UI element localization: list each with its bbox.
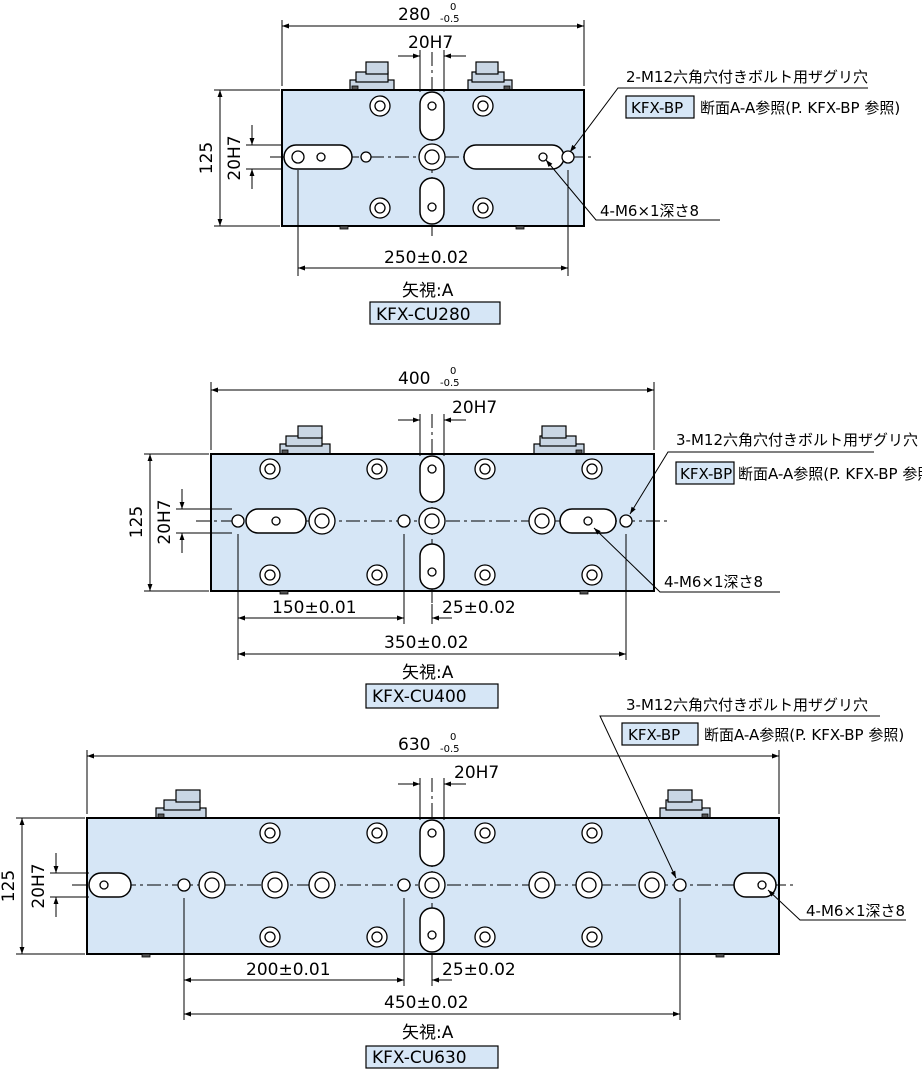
view-cu280: 280 0 -0.5 20H7 125 20H7 250±0.02 矢視:A K…: [197, 2, 900, 325]
ref-note: 断面A-A参照(P. KFX-BP 参照): [738, 465, 922, 483]
width-dimension: 630: [398, 735, 430, 755]
height-dimension: 125: [0, 870, 19, 902]
key-slot-bottom: [419, 543, 445, 590]
ref-note: 断面A-A参照(P. KFX-BP 参照): [704, 726, 904, 744]
pitch-dimension: 350±0.02: [384, 633, 469, 653]
pitch-center-dimension: 25±0.02: [442, 598, 516, 618]
clamp-nut-right: [533, 425, 585, 455]
tolerance-upper: 0: [450, 2, 456, 13]
key-height-dimension: 20H7: [225, 135, 245, 180]
slot-right: [733, 872, 777, 898]
key-width-dimension: 20H7: [408, 33, 453, 53]
view-label: 矢視:A: [402, 281, 454, 301]
pitch-dimension: 250±0.02: [384, 248, 469, 268]
clamp-nut-right: [659, 789, 711, 819]
clamp-nut-left: [349, 61, 395, 91]
bolt-note: 2-M12六角穴付きボルト用ザグリ穴: [626, 68, 868, 86]
tap-holes: [291, 101, 575, 212]
ref-tag: KFX-BP: [628, 726, 680, 744]
counterbore-holes: [369, 95, 494, 219]
pitch-left-dimension: 150±0.01: [272, 598, 357, 618]
key-width-dimension: 20H7: [454, 763, 499, 783]
key-slot-top: [419, 819, 445, 867]
key-height-dimension: 20H7: [29, 863, 49, 908]
clamp-nut-right: [467, 61, 513, 91]
bolt-note: 3-M12六角穴付きボルト用ザグリ穴: [626, 696, 868, 714]
width-dimension: 280: [398, 5, 430, 25]
counterbore-holes: [259, 458, 603, 586]
tolerance-upper: 0: [450, 366, 456, 377]
counterbore-holes: [198, 822, 666, 948]
key-slot-top: [419, 455, 445, 503]
pitch-left-dimension: 200±0.01: [246, 960, 331, 980]
tolerance-lower: -0.5: [440, 14, 460, 25]
ref-note: 断面A-A参照(P. KFX-BP 参照): [700, 99, 900, 117]
pitch-dimension: 450±0.02: [384, 993, 469, 1013]
height-dimension: 125: [197, 142, 217, 174]
height-dimension: 125: [127, 506, 147, 538]
tolerance-lower: -0.5: [440, 744, 460, 755]
key-slot-bottom: [419, 907, 445, 953]
view-label: 矢視:A: [402, 663, 454, 683]
ref-tag: KFX-BP: [631, 99, 683, 117]
key-width-dimension: 20H7: [452, 398, 497, 418]
tap-note: 4-M6×1深さ8: [600, 202, 699, 220]
slot-right: [463, 144, 565, 170]
tolerance-upper: 0: [450, 732, 456, 743]
model-label: KFX-CU280: [376, 305, 471, 325]
clamp-nut-left: [155, 789, 207, 819]
key-slot-top: [419, 91, 445, 141]
ref-tag: KFX-BP: [680, 465, 732, 483]
pitch-center-dimension: 25±0.02: [442, 960, 516, 980]
key-height-dimension: 20H7: [155, 499, 175, 544]
tap-holes: [231, 464, 633, 577]
tap-holes: [99, 828, 767, 940]
model-label: KFX-CU630: [372, 1048, 467, 1068]
tolerance-lower: -0.5: [440, 378, 460, 389]
width-dimension: 400: [398, 369, 430, 389]
tap-note: 4-M6×1深さ8: [664, 573, 763, 591]
view-label: 矢視:A: [402, 1023, 454, 1043]
view-cu400: 400 0 -0.5 20H7 125 20H7 150±0.01 25±0.0…: [127, 366, 922, 709]
key-slot-bottom: [419, 177, 445, 225]
slot-left: [88, 872, 132, 898]
model-label: KFX-CU400: [372, 687, 467, 707]
tap-note: 4-M6×1深さ8: [806, 902, 905, 920]
view-cu630: 630 0 -0.5 20H7 125 20H7 200±0.01 25±0.0…: [0, 696, 906, 1069]
clamp-nut-left: [279, 425, 331, 455]
bolt-note: 3-M12六角穴付きボルト用ザグリ穴: [676, 431, 918, 449]
